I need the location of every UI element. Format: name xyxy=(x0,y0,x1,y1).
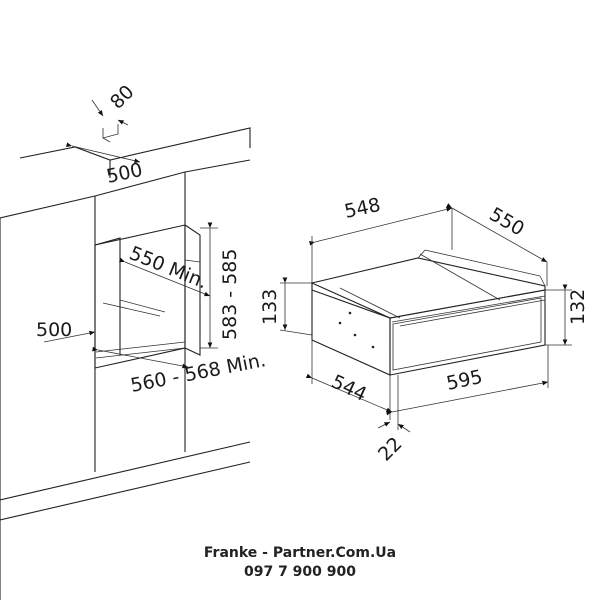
dim-132: 132 xyxy=(567,289,589,325)
footer-company: Franke - Partner.Com.Ua xyxy=(203,545,397,561)
dim-595: 595 xyxy=(444,366,484,395)
dim-80: 80 xyxy=(106,81,139,114)
footer-phone: 097 7 900 900 xyxy=(243,564,357,580)
dimension-lines-left xyxy=(43,99,218,369)
dim-133: 133 xyxy=(259,289,281,325)
dim-544: 544 xyxy=(328,371,370,406)
dimension-lines-right xyxy=(279,203,572,433)
vent-dots xyxy=(338,311,375,349)
dim-583-585: 583 - 585 xyxy=(219,249,241,340)
dim-550: 550 xyxy=(486,203,528,240)
dim-548: 548 xyxy=(342,194,382,223)
dim-500-left: 500 xyxy=(36,319,72,341)
dim-22: 22 xyxy=(374,433,407,466)
cabinet-drawing xyxy=(0,124,251,600)
